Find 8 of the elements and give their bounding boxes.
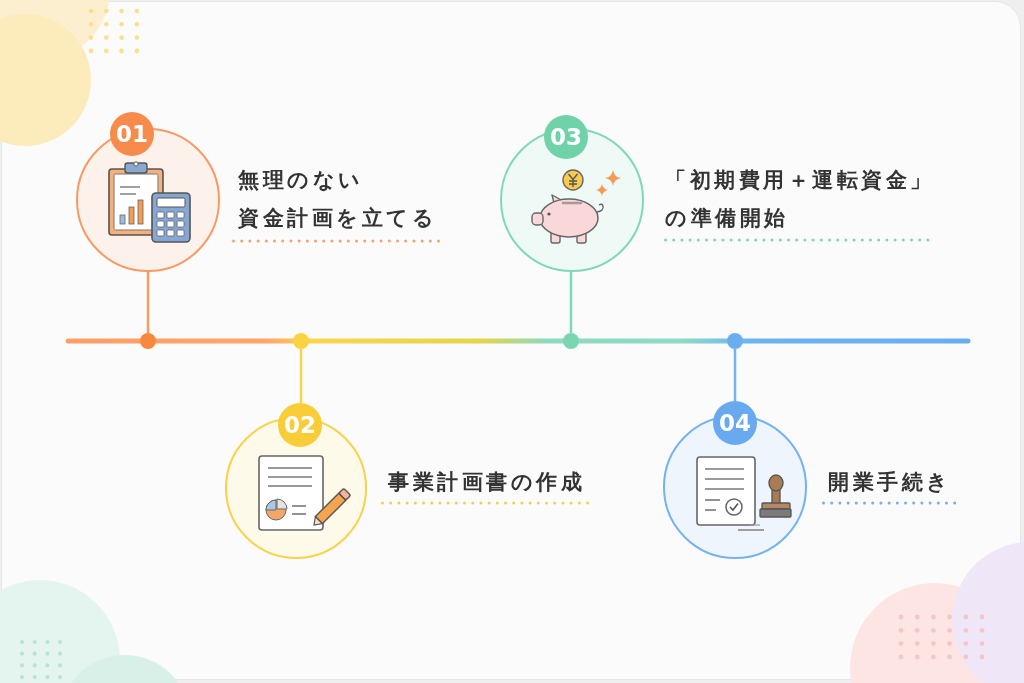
- step-title: 開業手続き: [828, 469, 952, 496]
- connector-line: [733, 349, 737, 401]
- connector-line: [299, 349, 303, 403]
- step-title: 事業計画書の作成: [388, 469, 585, 496]
- connector-line: [569, 272, 573, 333]
- step-title: 無理のない資金計画を立てる: [238, 167, 437, 232]
- step-title: 「初期費用＋運転資金」の準備開始: [665, 167, 935, 232]
- connector-line: [146, 272, 150, 333]
